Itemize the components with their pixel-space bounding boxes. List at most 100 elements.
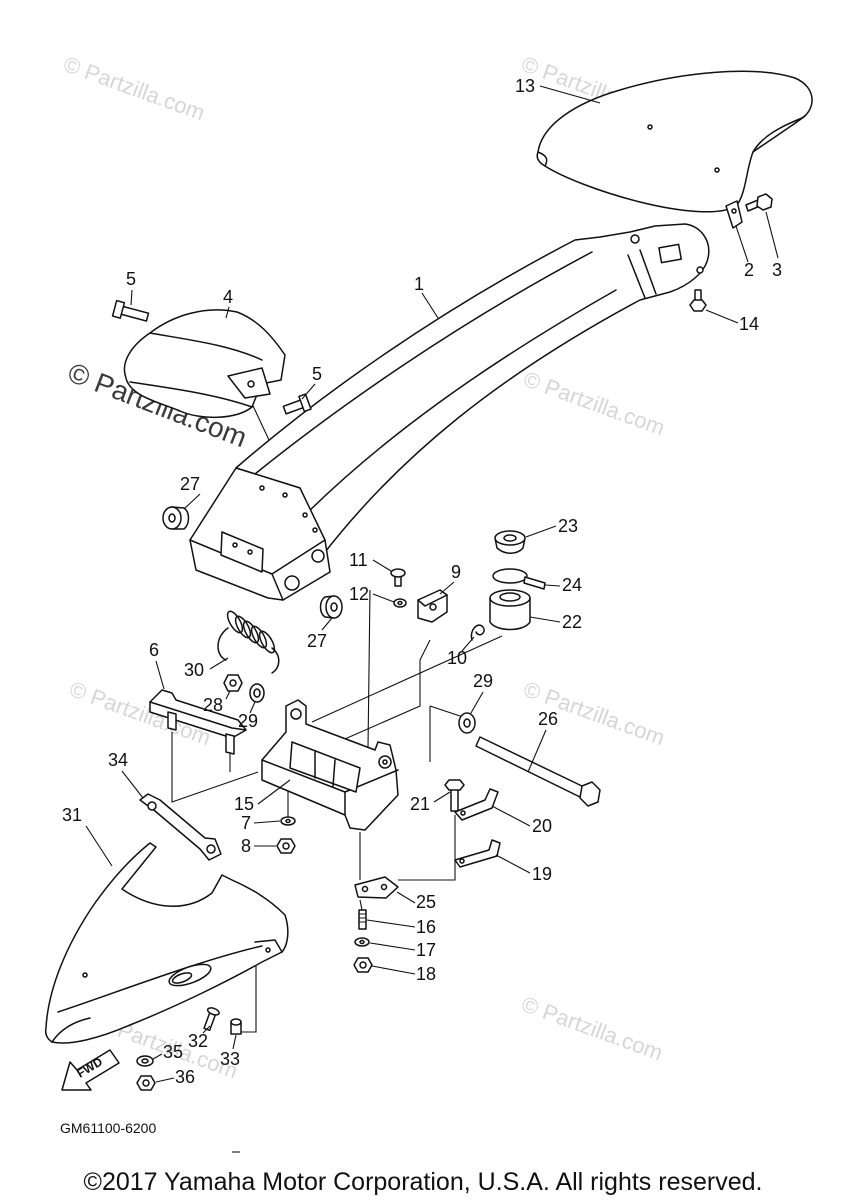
part-label-29: 29 xyxy=(473,671,493,691)
watermark: © Partzilla.com xyxy=(520,366,668,440)
part-1-handle-pole xyxy=(189,223,710,601)
leader-line xyxy=(461,636,475,652)
part-14-bolt xyxy=(689,289,707,312)
assembly-line xyxy=(171,732,259,803)
leader-line xyxy=(155,1077,175,1083)
leader-lines xyxy=(85,85,779,1083)
part-label-34: 34 xyxy=(108,750,128,770)
part-28-nut xyxy=(223,674,243,692)
leader-line xyxy=(369,942,416,951)
leader-line xyxy=(253,820,281,824)
part-6-bracket xyxy=(149,689,247,755)
part-29-washer xyxy=(249,683,265,703)
part-label-10: 10 xyxy=(447,648,467,668)
leader-line xyxy=(301,383,316,400)
leader-line xyxy=(152,1053,163,1060)
part-25-plate xyxy=(354,876,399,899)
leader-line xyxy=(225,306,230,319)
part-2-bracket xyxy=(725,200,743,229)
leader-line xyxy=(232,1034,237,1050)
copyright-notice: ©2017 Yamaha Motor Corporation, U.S.A. A… xyxy=(84,1168,763,1196)
leader-line xyxy=(529,616,561,623)
watermark: © Partzilla.com xyxy=(60,51,208,125)
part-label-23: 23 xyxy=(558,516,578,536)
part-29-washer xyxy=(458,712,476,734)
assembly-line xyxy=(311,635,503,723)
assembly-line xyxy=(429,705,467,719)
part-36-nut xyxy=(136,1075,156,1091)
part-5-bolt xyxy=(282,393,312,415)
leader-line xyxy=(470,691,484,714)
leader-line xyxy=(371,965,416,975)
part-label-11: 11 xyxy=(349,550,368,570)
part-35-washer xyxy=(136,1055,154,1067)
part-21-bolt xyxy=(444,779,465,812)
part-24-band xyxy=(492,568,546,590)
part-label-19: 19 xyxy=(532,864,552,884)
drawing-code: GM61100-6200 xyxy=(60,1120,156,1136)
leader-line xyxy=(372,593,395,603)
part-label-31: 31 xyxy=(62,805,82,825)
part-33-pin xyxy=(230,1018,242,1035)
part-label-21: 21 xyxy=(410,794,430,814)
leader-line xyxy=(527,729,547,773)
assembly-line xyxy=(359,899,363,911)
part-label-15: 15 xyxy=(234,794,254,814)
leader-line xyxy=(121,770,144,799)
leader-line xyxy=(249,701,256,714)
part-label-32: 32 xyxy=(188,1031,208,1051)
leader-line xyxy=(396,891,416,904)
part-27-grommet xyxy=(162,506,190,530)
part-27-grommet xyxy=(319,595,343,619)
part-label-7: 7 xyxy=(241,813,251,833)
part-label-6: 6 xyxy=(149,640,159,660)
part-label-13: 13 xyxy=(515,76,535,96)
part-16-stud xyxy=(358,909,367,930)
part-label-30: 30 xyxy=(184,660,204,680)
part-5-bolt xyxy=(111,299,150,322)
part-label-14: 14 xyxy=(739,314,759,334)
part-18-nut xyxy=(353,957,373,973)
leader-line xyxy=(155,660,165,690)
leader-line xyxy=(257,779,291,805)
part-22-boot xyxy=(489,589,531,631)
part-10-clip xyxy=(470,624,485,641)
part-label-26: 26 xyxy=(538,709,558,729)
watermark: © Partzilla.com xyxy=(518,991,666,1065)
part-label-1: 1 xyxy=(414,274,424,294)
leader-line xyxy=(372,559,392,572)
part-label-3: 3 xyxy=(772,260,782,280)
leader-line xyxy=(209,657,229,670)
part-19-bracket xyxy=(454,839,501,868)
leader-line xyxy=(539,85,601,104)
part-label-28: 28 xyxy=(203,695,223,715)
part-label-35: 35 xyxy=(163,1042,183,1062)
part-label-27: 27 xyxy=(180,474,200,494)
part-label-17: 17 xyxy=(416,940,436,960)
leader-line xyxy=(705,309,739,324)
leader-line xyxy=(433,791,451,803)
part-8-nut xyxy=(276,838,296,854)
part-label-18: 18 xyxy=(416,964,436,984)
part-17-lock-washer xyxy=(354,937,370,947)
part-label-4: 4 xyxy=(223,287,233,307)
part-label-5: 5 xyxy=(312,364,322,384)
leader-line xyxy=(439,581,455,595)
part-labels: 13 2 3 14 1 4 5 5 27 27 11 9 12 23 24 22… xyxy=(62,76,782,1087)
leader-line xyxy=(85,825,113,867)
part-label-36: 36 xyxy=(175,1067,195,1087)
part-31-hood xyxy=(44,842,289,1044)
part-label-12: 12 xyxy=(349,584,369,604)
leader-line xyxy=(495,854,531,874)
part-32-screw xyxy=(203,1007,220,1032)
part-4-cover xyxy=(123,309,286,419)
leader-line xyxy=(491,805,531,827)
part-label-2: 2 xyxy=(744,260,754,280)
leader-line xyxy=(321,617,333,631)
assembly-line xyxy=(367,589,371,749)
leader-line xyxy=(225,690,231,700)
leader-line xyxy=(765,211,779,259)
part-7-washer xyxy=(280,816,296,826)
part-12-washer xyxy=(393,598,407,608)
